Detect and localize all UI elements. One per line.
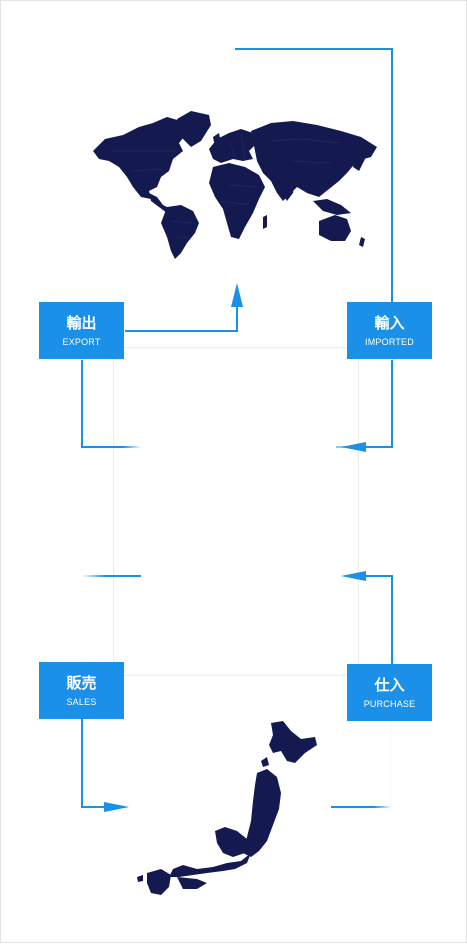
sales-box: 販売 SALES <box>39 662 124 719</box>
sales-connector <box>81 575 141 808</box>
sales-label-jp: 販売 <box>66 674 97 692</box>
arrow-left-icon <box>341 442 366 452</box>
center-panel <box>113 347 359 676</box>
sales-label-en: SALES <box>66 697 97 707</box>
imported-label-en: IMPORTED <box>365 337 414 347</box>
import-connector <box>235 48 393 448</box>
japan-map-icon <box>137 721 317 895</box>
arrow-right-icon <box>104 802 129 812</box>
country-borders <box>111 132 342 238</box>
purchase-label-en: PURCHASE <box>363 699 416 709</box>
world-map-icon <box>93 111 377 259</box>
imported-label-jp: 輸入 <box>374 314 405 332</box>
export-label-jp: 輸出 <box>66 314 97 332</box>
purchase-box: 仕入 PURCHASE <box>347 664 432 721</box>
arrow-up-icon <box>231 283 243 307</box>
export-connector <box>81 305 238 448</box>
imported-box: 輸入 IMPORTED <box>347 302 432 359</box>
export-box: 輸出 EXPORT <box>39 302 124 359</box>
purchase-connector <box>331 575 393 808</box>
purchase-label-jp: 仕入 <box>374 676 405 694</box>
export-label-en: EXPORT <box>62 337 101 347</box>
arrow-left-icon <box>341 571 366 581</box>
